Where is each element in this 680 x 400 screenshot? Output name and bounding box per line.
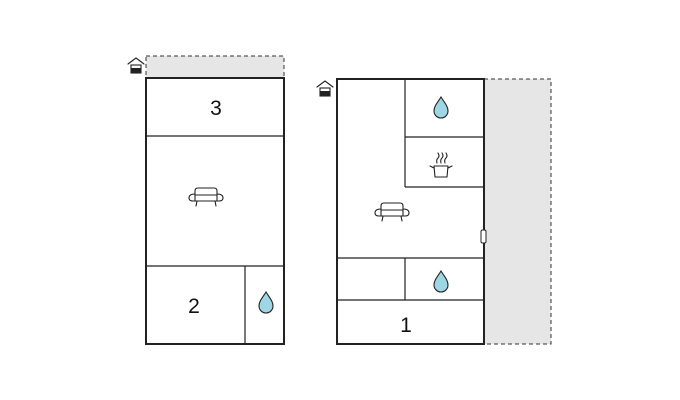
left-terrace: [145, 55, 285, 79]
right-terrace: [483, 78, 552, 345]
right-unit: 1: [316, 78, 552, 345]
left-unit-outline: [145, 77, 285, 345]
sofa-icon: [188, 187, 224, 207]
water-drop-icon: [433, 96, 449, 119]
house-entrance-icon: [127, 57, 145, 74]
room-label-1: 1: [400, 314, 412, 337]
water-drop-icon: [258, 291, 274, 314]
water-drop-icon: [433, 270, 449, 293]
door-handle-icon: [480, 229, 487, 244]
left-unit: 3 2: [127, 55, 285, 345]
sofa-icon: [374, 202, 410, 222]
room-label-2: 2: [188, 295, 200, 318]
cooking-pot-icon: [429, 152, 453, 178]
room-label-3: 3: [210, 97, 222, 120]
house-entrance-icon: [316, 80, 334, 97]
right-unit-outline: [336, 78, 485, 345]
